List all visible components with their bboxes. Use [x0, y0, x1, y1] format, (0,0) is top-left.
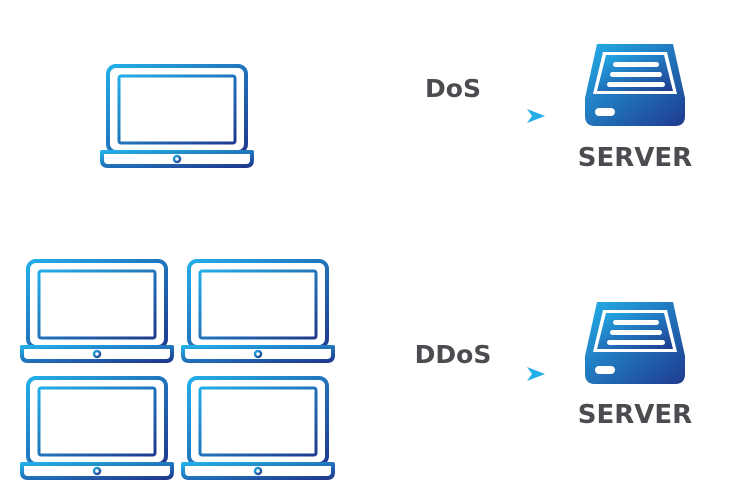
dos-arrow-icon [362, 109, 545, 123]
dos-label: DoS [425, 74, 481, 103]
server-label: SERVER [577, 143, 693, 173]
server-label: SERVER [577, 400, 693, 430]
ddos-label: DDoS [414, 340, 492, 369]
server-icon [583, 300, 687, 386]
laptop-icon [20, 258, 174, 363]
laptop-icon [181, 258, 335, 363]
laptop-icon [181, 375, 335, 480]
laptop-icon [100, 63, 254, 168]
laptop-icon [20, 375, 174, 480]
server-icon [583, 42, 687, 128]
ddos-arrow-icon [362, 367, 545, 381]
